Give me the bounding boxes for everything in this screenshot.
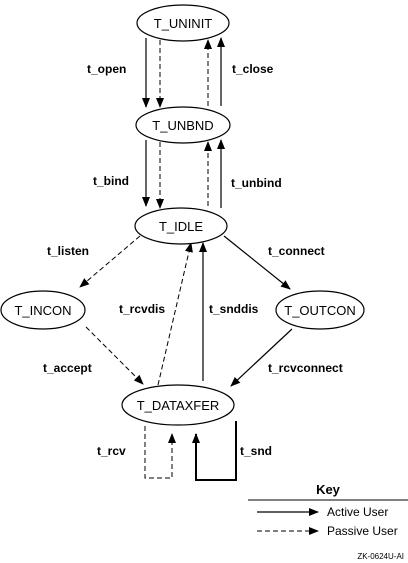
- state-t-unbnd: T_UNBND: [135, 106, 231, 144]
- label-t-bind: t_bind: [93, 174, 129, 188]
- label-t-rcvconnect: t_rcvconnect: [268, 361, 343, 375]
- legend: Key Active User Passive User: [248, 482, 408, 538]
- edge-snd: [192, 421, 237, 481]
- edge-rcvdis: [157, 242, 193, 386]
- state-t-uninit: T_UNINIT: [136, 4, 230, 42]
- label-t-close: t_close: [232, 62, 274, 76]
- state-t-incon: T_INCON: [0, 290, 86, 330]
- label-t-snddis: t_snddis: [209, 302, 259, 316]
- state-t-idle: T_IDLE: [134, 207, 228, 245]
- svg-text:T_INCON: T_INCON: [14, 303, 71, 318]
- label-t-open: t_open: [87, 62, 126, 76]
- edge-accept: [85, 326, 144, 385]
- label-t-listen: t_listen: [47, 244, 89, 258]
- legend-active-label: Active User: [327, 505, 388, 519]
- edge-rcvconnect: [230, 328, 293, 387]
- label-t-unbind: t_unbind: [231, 176, 282, 190]
- svg-text:T_IDLE: T_IDLE: [159, 219, 203, 234]
- label-t-snd: t_snd: [240, 444, 272, 458]
- label-t-rcvdis: t_rcvdis: [119, 302, 165, 316]
- edge-unbind: [204, 139, 225, 208]
- legend-title: Key: [316, 482, 341, 497]
- svg-text:T_UNINIT: T_UNINIT: [154, 16, 213, 31]
- edge-open: [142, 38, 164, 108]
- legend-passive-label: Passive User: [327, 524, 398, 538]
- edge-close: [204, 37, 225, 106]
- label-t-connect: t_connect: [268, 244, 325, 258]
- label-t-rcv: t_rcv: [97, 444, 126, 458]
- label-t-accept: t_accept: [43, 361, 92, 375]
- edge-connect: [223, 235, 291, 290]
- state-t-dataxfer: T_DATAXFER: [121, 384, 235, 426]
- svg-text:T_DATAXFER: T_DATAXFER: [137, 398, 220, 413]
- edge-rcv: [144, 426, 176, 479]
- svg-text:T_OUTCON: T_OUTCON: [284, 303, 356, 318]
- figure-id: ZK-0624U-AI: [357, 552, 404, 561]
- svg-text:T_UNBND: T_UNBND: [152, 118, 213, 133]
- edge-listen: [79, 235, 141, 288]
- edge-bind: [142, 140, 164, 209]
- state-t-outcon: T_OUTCON: [275, 290, 365, 330]
